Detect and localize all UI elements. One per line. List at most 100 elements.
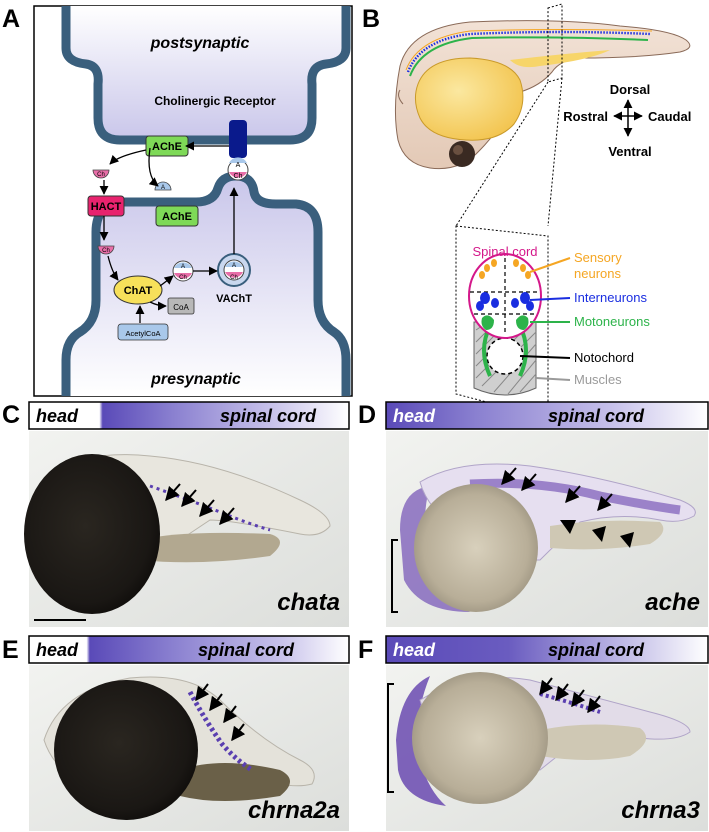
gene-label-c: chata xyxy=(277,589,340,616)
photo-c-yolk-ext xyxy=(140,532,280,563)
panel-e: head spinal cord chrna2a xyxy=(28,635,350,831)
ventral-label: Ventral xyxy=(608,144,651,159)
photo-f-head-stain xyxy=(396,676,446,806)
ache-enzyme-mid xyxy=(155,205,199,227)
postsynaptic-label: postsynaptic xyxy=(150,35,250,52)
coa-label: CoA xyxy=(173,303,189,312)
panel-c: head spinal cord chata xyxy=(24,401,350,627)
photo-f-arrows xyxy=(539,677,602,714)
strip-e-head: head xyxy=(36,640,79,660)
photo-f-cord-stain xyxy=(539,692,601,714)
interneurons-label: Interneurons xyxy=(574,290,647,305)
spinal-cord-section xyxy=(468,253,542,396)
sensory-neurons xyxy=(479,259,531,279)
notochord xyxy=(486,337,524,375)
dorsal-label: Dorsal xyxy=(610,82,650,97)
panel-label-e: E xyxy=(2,636,19,664)
panel-label-d: D xyxy=(358,401,376,429)
chat-label: ChAT xyxy=(124,285,153,297)
coa-box xyxy=(167,297,195,315)
gene-label-e: chrna2a xyxy=(248,797,340,824)
photo-e-stain xyxy=(187,690,254,773)
rostral-label: Rostral xyxy=(563,109,608,124)
hact-transporter xyxy=(87,195,125,217)
svg-text:Ch: Ch xyxy=(179,275,187,281)
photo-d-arrows xyxy=(501,467,613,512)
photo-e-arrows xyxy=(195,683,246,742)
photo-c-arrows xyxy=(165,483,235,526)
strip-f-cord: spinal cord xyxy=(548,640,645,660)
photo-f-bracket xyxy=(387,683,394,793)
presynaptic-label: presynaptic xyxy=(150,371,241,388)
acetate-cleft: A xyxy=(154,181,172,191)
cholinergic-receptor xyxy=(229,120,247,158)
chat-enzyme xyxy=(113,275,163,305)
svg-text:Ch: Ch xyxy=(102,248,110,254)
svg-text:Ch: Ch xyxy=(230,275,238,281)
sensory-neurons-label-2: neurons xyxy=(574,266,621,281)
spinal-cord-label: Spinal cord xyxy=(472,244,537,259)
svg-text:Ch: Ch xyxy=(97,172,105,178)
strip-c-cord: spinal cord xyxy=(220,406,317,426)
vacht-label: VAChT xyxy=(216,293,252,305)
svg-text:A: A xyxy=(161,185,165,191)
ache-label-mid: AChE xyxy=(162,211,192,223)
acetylcoa-box xyxy=(117,323,169,341)
choline-cleft: Ch xyxy=(92,169,110,179)
photo-f-yolk xyxy=(412,672,548,804)
svg-text:Ch: Ch xyxy=(234,173,243,180)
gene-label-f: chrna3 xyxy=(621,797,700,824)
photo-c-yolk xyxy=(24,454,160,614)
orientation-compass xyxy=(613,99,643,137)
photo-d-yolk xyxy=(414,484,538,612)
panel-b: Dorsal Ventral Rostral Caudal xyxy=(394,3,691,419)
panel-f: head spinal cord chrna3 xyxy=(385,635,709,831)
spinal-cord-quadrants xyxy=(470,258,540,334)
choline-presynaptic: Ch xyxy=(97,245,115,255)
sensory-neurons-label-1: Sensory xyxy=(574,250,622,265)
embryo-yolk xyxy=(414,57,524,141)
strip-e xyxy=(28,635,350,664)
caudal-label: Caudal xyxy=(648,109,691,124)
pathway-arrows xyxy=(99,141,239,323)
ach-intermediate: A Ch xyxy=(172,260,194,282)
callout-lines xyxy=(519,257,571,381)
photo-d-head-stain xyxy=(400,486,470,612)
panel-d: head spinal cord ache xyxy=(385,401,709,627)
postsynaptic-terminal xyxy=(61,6,351,145)
svg-text:A: A xyxy=(232,263,236,269)
photo-e-yolk-ext xyxy=(180,763,290,801)
strip-d-cord: spinal cord xyxy=(548,406,645,426)
strip-d-head: head xyxy=(393,406,436,426)
embryo-illustration xyxy=(394,20,691,170)
panel-label-a: A xyxy=(2,5,20,33)
acetylcoa-label: AcetylCoA xyxy=(125,329,160,338)
embryo-spinal-cord-green xyxy=(409,36,649,77)
strip-c xyxy=(28,401,350,430)
photo-d-arrowheads xyxy=(560,520,634,548)
panel-a: postsynaptic presynaptic Cholinergic Rec… xyxy=(33,5,353,397)
ache-label-top: AChE xyxy=(152,141,182,153)
notochord-label: Notochord xyxy=(574,350,634,365)
photo-e-yolk xyxy=(54,680,198,820)
receptor-label: Cholinergic Receptor xyxy=(154,94,276,108)
interneurons xyxy=(476,292,534,311)
muscles-label: Muscles xyxy=(574,372,622,387)
photo-d-yolk-ext xyxy=(550,520,664,550)
hact-label: HACT xyxy=(91,201,122,213)
strip-c-head: head xyxy=(36,406,79,426)
ach-bound-receptor: A Ch xyxy=(227,157,249,181)
strip-f-head: head xyxy=(393,640,436,660)
photo-f-yolk-ext xyxy=(540,724,647,760)
scale-bar xyxy=(34,619,86,621)
svg-text:A: A xyxy=(181,264,185,270)
panel-label-f: F xyxy=(358,636,373,664)
strip-f xyxy=(385,635,709,664)
projection-lines xyxy=(455,77,563,227)
embryo-ear xyxy=(398,89,404,105)
svg-text:A: A xyxy=(236,162,241,169)
panel-label-b: B xyxy=(362,5,380,33)
motoneurons-label: Motoneurons xyxy=(574,314,650,329)
yolk-extension xyxy=(510,50,610,68)
